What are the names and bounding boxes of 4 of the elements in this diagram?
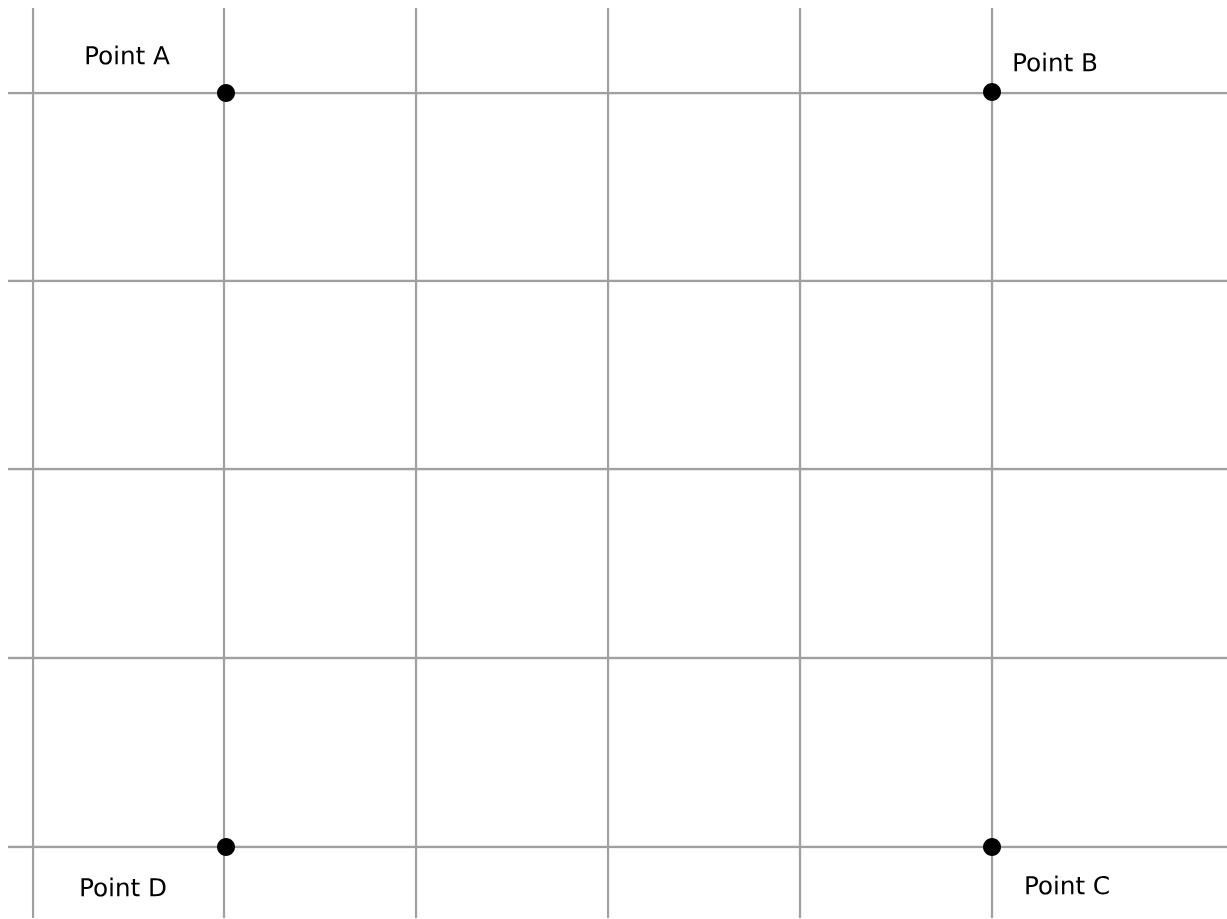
point-label: Point B [1014,52,1097,72]
point-label: Point C [1026,875,1109,895]
point-label: Point A [86,45,170,65]
point-label: Point D [81,877,166,897]
